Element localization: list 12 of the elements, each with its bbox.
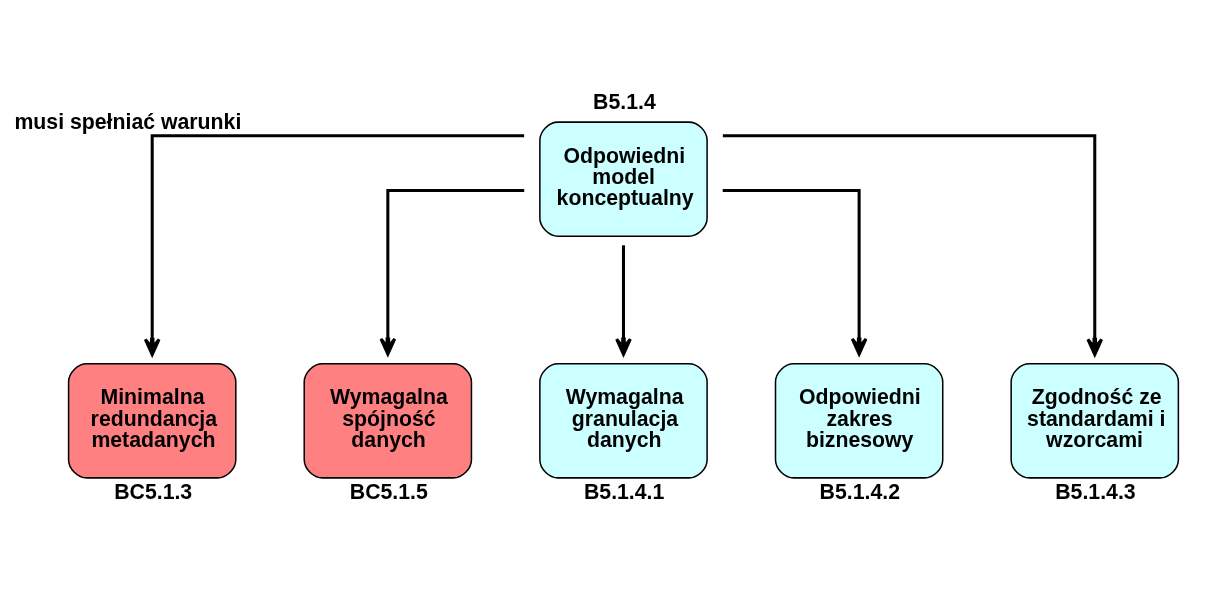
- node-label: B5.1.4.1: [583, 479, 665, 504]
- arrow: [615, 244, 632, 356]
- edge-label: musi spełniać warunki: [14, 109, 242, 134]
- arrow: [722, 188, 868, 356]
- arrow: [143, 133, 525, 356]
- node-label: B5.1.4.3: [1055, 479, 1136, 504]
- arrow: [379, 188, 525, 356]
- node-label: BC5.1.3: [114, 479, 193, 504]
- node-label: B5.1.4.2: [819, 479, 900, 504]
- node-label: B5.1.4: [593, 89, 656, 114]
- node-label: BC5.1.5: [349, 479, 428, 504]
- arrow: [722, 133, 1104, 356]
